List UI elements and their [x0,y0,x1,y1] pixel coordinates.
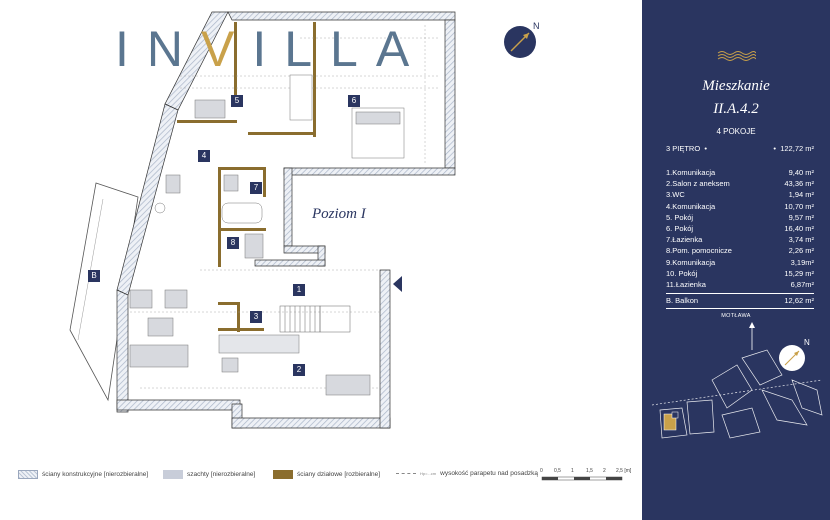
apartment-info-panel: Mieszkanie II.A.4.2 4 POKOJE 3 PIĘTRO • … [642,0,830,520]
north-arrow-icon: N [504,21,540,58]
floor-plan-drawing [69,11,456,429]
partition-walls [177,22,316,332]
invilla-logo: INVILLA [115,20,427,78]
legend-shafts: szachty [nierozbieralne] [163,470,255,479]
north-arrow-icon: N [779,338,810,371]
grey-swatch-icon [163,470,183,479]
summary-row: 3 PIĘTRO • • 122,72 m² [666,144,814,154]
entrance-arrow [393,276,402,292]
apartment-title: Mieszkanie [702,78,770,94]
legend-partition: ściany działowe [rozbieralne] [273,470,380,479]
river-label: MOTŁAWA [721,313,751,319]
dashed-line-icon [396,473,416,474]
legend: ściany konstrukcyjne [nierozbieralne] sz… [18,468,638,484]
room-tag-6: 6 [348,95,360,107]
divider [666,308,814,309]
floor-plan-area: INVILLA N Poziom I 5 6 4 7 8 1 3 2 B ści… [18,11,638,484]
hatch-swatch-icon [18,470,38,479]
furniture [129,74,405,396]
room-tag-1: 1 [293,284,305,296]
balcony-outline [69,182,139,402]
total-area: • 122,72 m² [773,144,814,153]
svg-text:N: N [533,21,540,31]
legend-parapet: Hp=...cm wysokość parapetu nad posadzką [396,470,538,477]
staircase [279,305,351,333]
floor-label: 3 PIĘTRO • [666,144,707,153]
wave-ornament-icon [717,51,756,61]
site-location-map: N [651,322,823,439]
apartment-code: II.A.4.2 [713,101,759,117]
level-label: Poziom I [312,206,366,222]
room-tag-8: 8 [227,237,239,249]
gold-swatch-icon [273,470,293,479]
room-tag-2: 2 [293,364,305,376]
room-tag-3: 3 [250,311,262,323]
room-tag-balcony: B [88,270,100,282]
legend-structural: ściany konstrukcyjne [nierozbieralne] [18,470,148,479]
rooms-count: 4 POKOJE [716,127,756,136]
logo-text: INVILLA [115,21,428,77]
outer-walls [116,11,456,429]
site-buildings [651,349,823,439]
room-tag-4: 4 [198,150,210,162]
scale-bar: 0 0,5 1 1,5 2 2,5 [m] [540,468,640,484]
svg-text:N: N [804,338,810,347]
scale-bar-graphic [541,476,623,481]
room-tag-7: 7 [250,182,262,194]
divider [666,293,814,294]
room-tag-5: 5 [231,95,243,107]
